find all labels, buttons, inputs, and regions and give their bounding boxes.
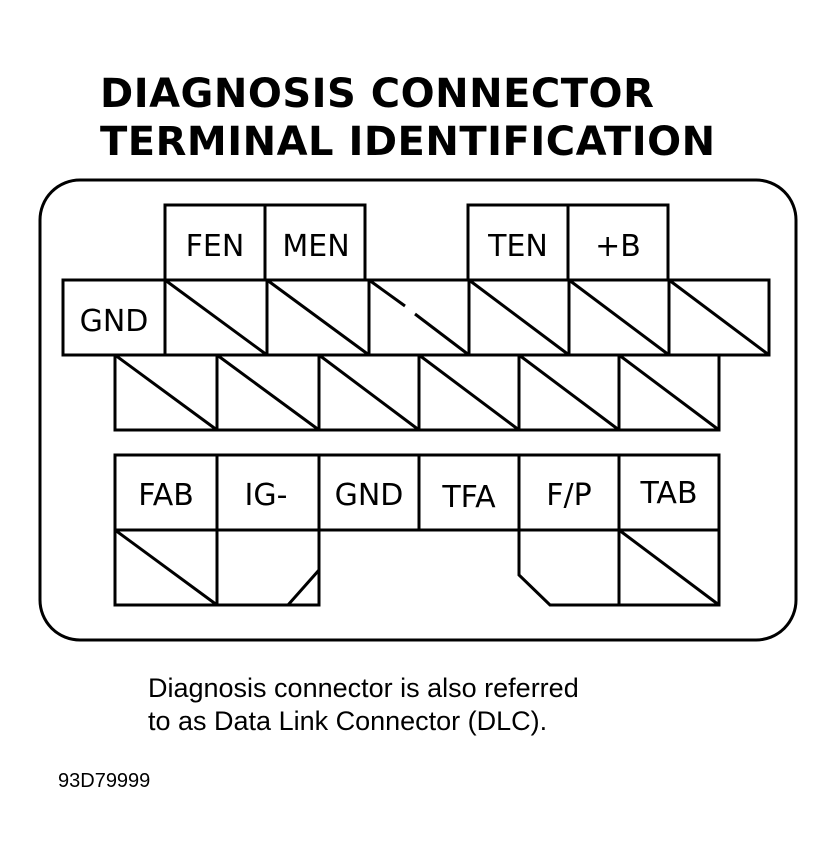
- unused-diagonal: [468, 278, 570, 357]
- connector-outline: [38, 178, 798, 642]
- unused-diagonal: [114, 353, 218, 432]
- unused-diagonal: [164, 278, 268, 357]
- terminal-label-ten: TEN: [487, 229, 548, 264]
- unused-diagonal: [414, 312, 470, 357]
- title-line-2: TERMINAL IDENTIFICATION: [100, 119, 716, 165]
- unused-diagonal: [318, 353, 420, 432]
- unused-diagonal: [114, 528, 218, 607]
- unused-diagonal: [618, 528, 720, 607]
- unused-diagonal: [418, 353, 520, 432]
- terminal-label-tfa: TFA: [441, 480, 496, 515]
- terminal-label-gnd-upper: GND: [80, 304, 149, 339]
- bottom-tab-left: [113, 530, 321, 607]
- caption-line-1: Diagnosis connector is also referred: [148, 673, 579, 703]
- terminal-cell-tab: [617, 453, 721, 532]
- unused-diagonal: [568, 278, 670, 357]
- caption: Diagnosis connector is also referred to …: [148, 672, 579, 738]
- unused-diagonal: [618, 353, 720, 432]
- bottom-tab-chamfer-left: [286, 530, 321, 606]
- terminal-label-ig-minus: IG-: [245, 478, 288, 513]
- unused-cell: [617, 353, 721, 432]
- figure-code: 93D79999: [58, 770, 151, 792]
- terminal-label-fab: FAB: [138, 478, 194, 513]
- unused-diagonal: [368, 278, 406, 308]
- terminal-label-men: MEN: [282, 229, 349, 264]
- unused-diagonal: [518, 353, 620, 432]
- unused-diagonal: [668, 278, 770, 357]
- caption-line-2: to as Data Link Connector (DLC).: [148, 706, 548, 736]
- terminal-label-plus-b: +B: [595, 229, 641, 264]
- terminal-label-gnd-lower: GND: [335, 478, 404, 513]
- unused-diagonal: [266, 278, 370, 357]
- title-line-1: DIAGNOSIS CONNECTOR: [100, 71, 655, 117]
- terminal-label-tab: TAB: [639, 476, 697, 511]
- bottom-tab-right: [517, 530, 721, 607]
- terminal-label-f-p: F/P: [546, 478, 591, 513]
- unused-diagonal: [216, 353, 320, 432]
- diagram-title: DIAGNOSIS CONNECTOR TERMINAL IDENTIFICAT…: [100, 70, 716, 166]
- terminal-label-fen: FEN: [186, 229, 245, 264]
